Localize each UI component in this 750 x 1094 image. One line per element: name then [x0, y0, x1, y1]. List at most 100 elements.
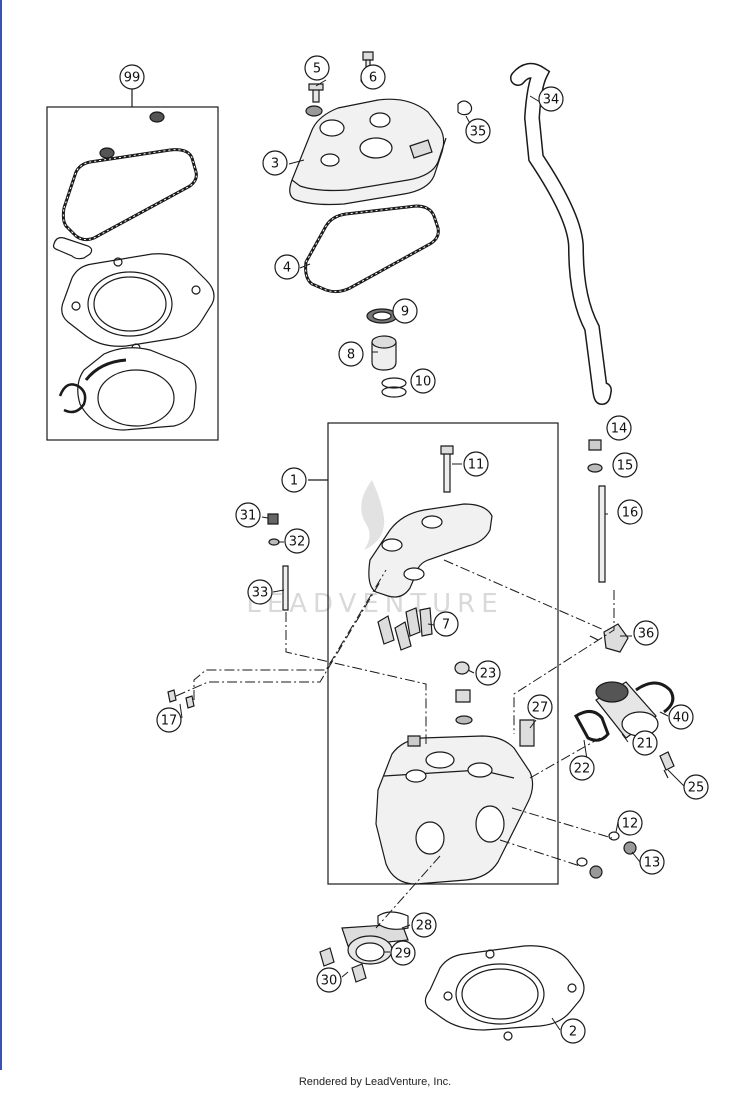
- gasket-kit-box: [46, 88, 219, 441]
- callout-circle: [247, 579, 273, 605]
- callout-27: 27: [527, 694, 553, 720]
- callout-circle: [119, 64, 145, 90]
- callout-circle: [632, 730, 658, 756]
- callout-36: 36: [633, 620, 659, 646]
- callout-number: 16: [622, 506, 639, 521]
- callout-number: 9: [401, 305, 409, 320]
- callout-circle: [281, 467, 307, 493]
- callout-number: 31: [240, 509, 257, 524]
- callout-25: 25: [683, 774, 709, 800]
- callout-22: 22: [569, 755, 595, 781]
- callout-circle: [463, 451, 489, 477]
- callout-circle: [411, 912, 437, 938]
- callout-30: 30: [316, 967, 342, 993]
- callout-circle: [156, 707, 182, 733]
- dashed-leaders: [175, 559, 615, 929]
- callout-9: 9: [392, 298, 418, 324]
- callout-31: 31: [235, 502, 261, 528]
- callout-number: 29: [395, 947, 412, 962]
- callout-number: 36: [638, 627, 655, 642]
- callout-circle: [433, 611, 459, 637]
- callout-number: 21: [637, 737, 654, 752]
- callout-circle: [392, 298, 418, 324]
- cylinder-head: [375, 719, 637, 885]
- callout-number: 27: [532, 701, 549, 716]
- callout-5: 5: [304, 55, 330, 81]
- callout-number: 99: [124, 71, 141, 86]
- callout-number: 40: [673, 711, 690, 726]
- intake-group: [574, 681, 675, 779]
- callout-number: 17: [161, 714, 178, 729]
- callout-circle: [617, 499, 643, 525]
- callout-number: 33: [252, 586, 269, 601]
- valve-cover-group: [289, 51, 473, 398]
- callout-circle: [683, 774, 709, 800]
- callout-number: 2: [569, 1025, 577, 1040]
- callout-1: 1: [281, 467, 307, 493]
- callout-number: 8: [347, 348, 355, 363]
- callout-28: 28: [411, 912, 437, 938]
- callout-circle: [390, 940, 416, 966]
- callout-35: 35: [465, 118, 491, 144]
- callout-7: 7: [433, 611, 459, 637]
- callout-33: 33: [247, 579, 273, 605]
- callout-number: 34: [543, 93, 560, 108]
- callout-14: 14: [606, 415, 632, 441]
- callout-number: 13: [644, 856, 661, 871]
- callout-11: 11: [463, 451, 489, 477]
- callout-circle: [338, 341, 364, 367]
- callout-4: 4: [274, 254, 300, 280]
- callout-number: 28: [416, 919, 433, 934]
- callout-circle: [235, 502, 261, 528]
- callout-21: 21: [632, 730, 658, 756]
- callout-circle: [465, 118, 491, 144]
- camshaft-carrier-group: [167, 439, 629, 725]
- callout-number: 14: [611, 422, 628, 437]
- cylinder-head-box: [308, 422, 559, 885]
- callout-8: 8: [338, 341, 364, 367]
- callout-number: 32: [289, 535, 306, 550]
- callout-15: 15: [612, 452, 638, 478]
- callout-number: 5: [313, 62, 321, 77]
- footer-credit: Rendered by LeadVenture, Inc.: [298, 1076, 452, 1088]
- callout-number: 23: [480, 667, 497, 682]
- callout-number: 6: [369, 71, 377, 86]
- callout-number: 15: [617, 459, 634, 474]
- callout-23: 23: [475, 660, 501, 686]
- callout-number: 12: [622, 817, 639, 832]
- callout-99: 99: [119, 64, 145, 90]
- callout-circle: [527, 694, 553, 720]
- callout-circle: [262, 150, 288, 176]
- callout-circle: [274, 254, 300, 280]
- callout-number: 10: [415, 375, 432, 390]
- callout-6: 6: [360, 64, 386, 90]
- callout-circle: [639, 849, 665, 875]
- callout-16: 16: [617, 499, 643, 525]
- callout-40: 40: [668, 704, 694, 730]
- callout-circle: [475, 660, 501, 686]
- callout-number: 7: [442, 618, 450, 633]
- callout-12: 12: [617, 810, 643, 836]
- callout-circle: [538, 86, 564, 112]
- callout-number: 4: [283, 261, 291, 276]
- callout-circle: [410, 368, 436, 394]
- callout-number: 3: [271, 157, 279, 172]
- callout-number: 30: [321, 974, 338, 989]
- callout-circle: [612, 452, 638, 478]
- callout-circle: [304, 55, 330, 81]
- callout-layer: 9956343534981014151111631323373623172740…: [119, 55, 709, 1044]
- callout-circle: [284, 528, 310, 554]
- callout-circle: [360, 64, 386, 90]
- callout-10: 10: [410, 368, 436, 394]
- callout-number: 25: [688, 781, 705, 796]
- callout-17: 17: [156, 707, 182, 733]
- callout-circle: [606, 415, 632, 441]
- callout-number: 11: [468, 458, 485, 473]
- left-edge-line: [0, 0, 2, 1070]
- callout-32: 32: [284, 528, 310, 554]
- callout-number: 22: [574, 762, 591, 777]
- callout-circle: [316, 967, 342, 993]
- callout-3: 3: [262, 150, 288, 176]
- callout-circle: [668, 704, 694, 730]
